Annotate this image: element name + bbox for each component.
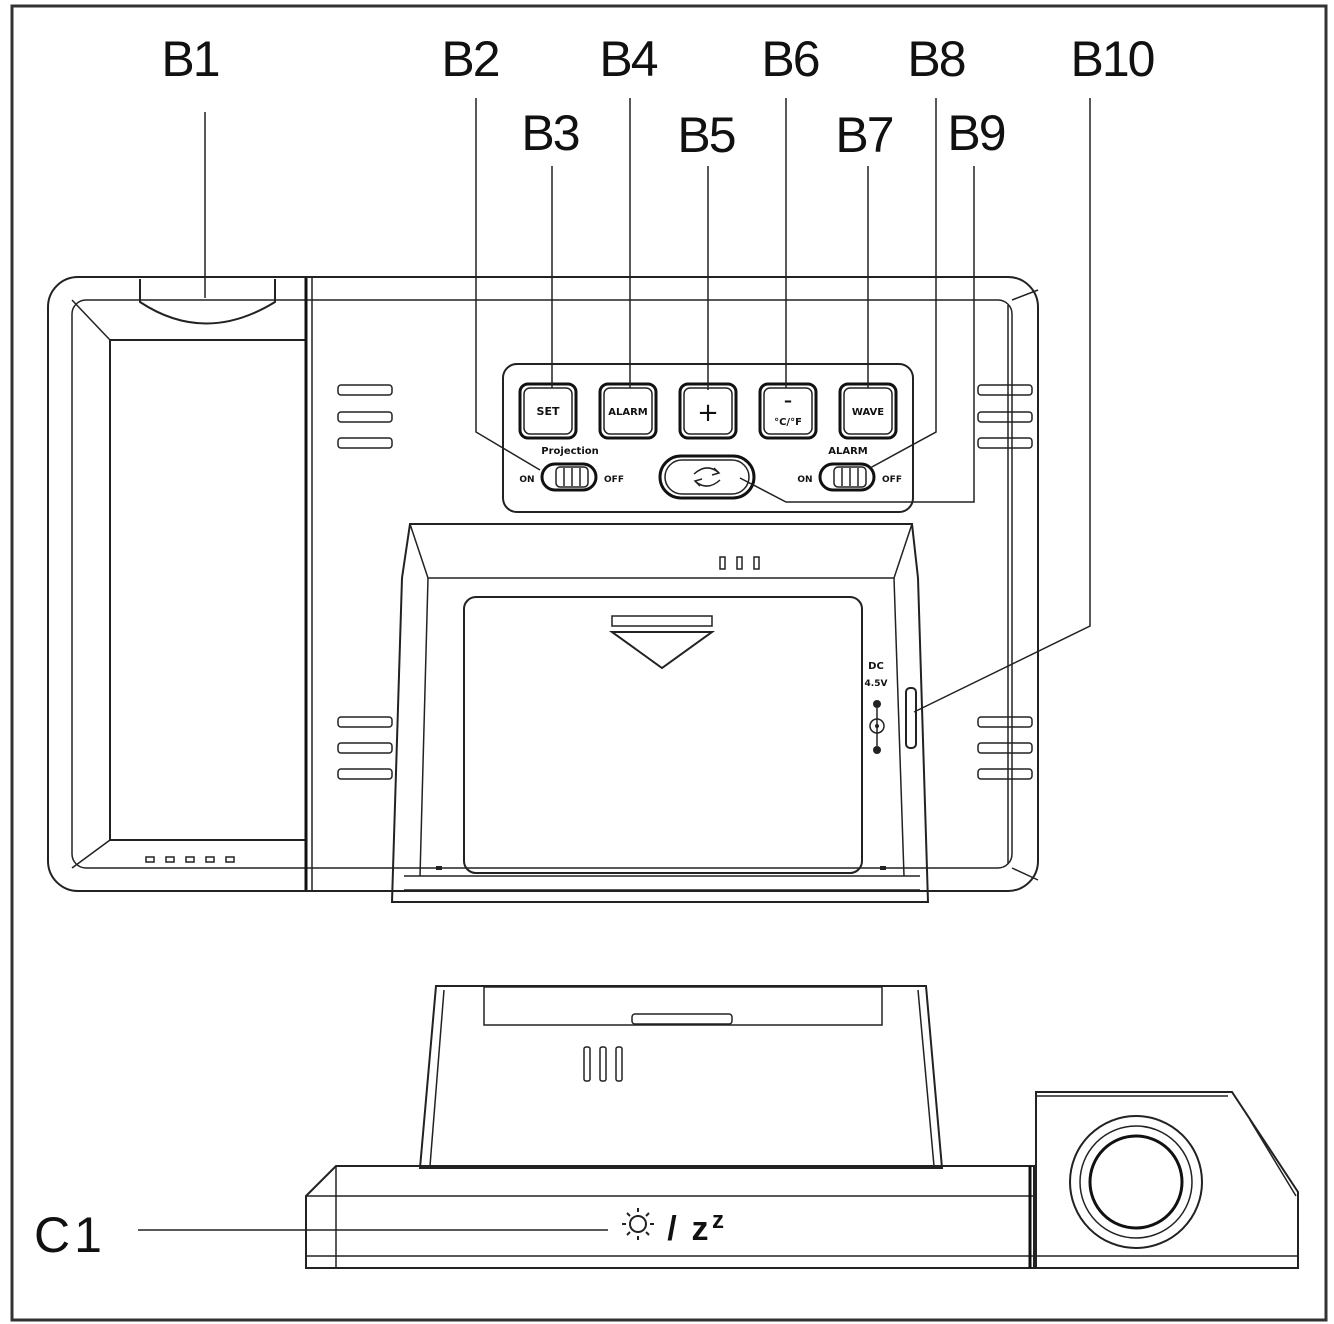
alarm-button[interactable]: ALARM (598, 382, 658, 440)
callout-b8: B8 (907, 31, 964, 87)
projector-lens (1069, 1115, 1203, 1249)
vent-right-top (977, 384, 1033, 449)
callout-b1: B1 (161, 31, 218, 87)
callout-b4: B4 (599, 31, 657, 87)
dc-label: DC (868, 661, 884, 672)
projection-switch-on-label: ON (519, 475, 534, 485)
vent-left-bottom (337, 716, 393, 780)
sun-light-icon (622, 1208, 654, 1240)
rotate-arrows-icon (693, 467, 721, 487)
alarm-switch-off-label: OFF (882, 475, 902, 485)
wave-button[interactable]: WAVE (838, 382, 898, 440)
callout-lines (138, 98, 1091, 1231)
callout-b6: B6 (761, 31, 818, 87)
plus-button-label: + (697, 398, 719, 428)
alarm-switch-on-label: ON (797, 475, 812, 485)
sleep-z: z (692, 1210, 709, 1248)
battery-cover[interactable] (436, 596, 886, 874)
device-body (47, 276, 1039, 892)
callout-c1: C1 (34, 1207, 106, 1263)
alarm-switch[interactable]: ALARM ON OFF (797, 446, 902, 492)
dc-polarity-icon (869, 700, 885, 754)
set-button[interactable]: SET (518, 382, 578, 440)
projection-switch[interactable]: Projection ON OFF (519, 446, 624, 492)
callout-b9: B9 (947, 105, 1004, 161)
callout-b7: B7 (835, 107, 892, 163)
set-button-label: SET (537, 405, 560, 418)
callout-b2: B2 (441, 31, 498, 87)
light-sleep-switch[interactable]: / z z (622, 1207, 724, 1248)
alarm-button-label: ALARM (608, 407, 648, 418)
projection-switch-off-label: OFF (604, 475, 624, 485)
projector-lens-top (139, 279, 276, 325)
device-back-view: SET ALARM + – °C/°F WAVE Projection ON (47, 276, 1039, 903)
callout-b3: B3 (521, 105, 578, 161)
base-body (305, 1165, 1035, 1269)
plus-button[interactable]: + (678, 382, 738, 440)
bottom-dots (145, 856, 235, 863)
wave-button-label: WAVE (852, 407, 884, 418)
voltage-label: 4.5V (865, 679, 888, 689)
left-panel (71, 278, 313, 890)
vent-right-bottom (977, 716, 1033, 780)
unit-button-label: °C/°F (774, 417, 802, 428)
switch-slash: / (667, 1210, 677, 1248)
sleep-z-superscript: z (712, 1207, 724, 1234)
dc-power-jack[interactable]: DC 4.5V (865, 661, 917, 754)
stand-back (390, 523, 930, 903)
callout-labels: B1 B2 B3 B4 B5 B6 B7 B8 B9 B10 C1 (34, 31, 1156, 1263)
vent-left-top (337, 384, 393, 449)
callout-b10: B10 (1071, 31, 1154, 87)
stand-side (418, 985, 944, 1169)
projector-head (1035, 1091, 1299, 1269)
device-side-view: / z z (305, 985, 1299, 1269)
alarm-switch-title: ALARM (828, 446, 868, 457)
callout-b5: B5 (677, 107, 734, 163)
minus-button-label: – (784, 391, 792, 410)
figure-frame (10, 4, 1328, 1322)
minus-unit-button[interactable]: – °C/°F (758, 382, 818, 440)
projection-switch-title: Projection (541, 446, 598, 457)
device-body-inner (71, 299, 1013, 869)
rotate-button[interactable] (658, 454, 756, 500)
